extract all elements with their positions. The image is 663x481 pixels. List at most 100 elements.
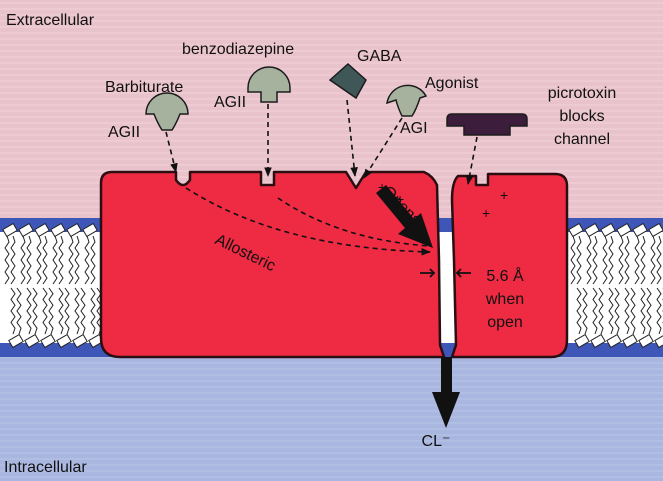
barbiturate-arrow xyxy=(165,131,178,173)
phospholipid xyxy=(600,222,616,285)
phospholipid xyxy=(654,287,663,349)
agonist-site-label: AGI xyxy=(400,120,428,137)
phospholipid xyxy=(584,222,600,285)
lipid-head xyxy=(50,222,66,238)
phospholipid xyxy=(8,287,24,349)
picrotoxin-label-line-1: picrotoxin xyxy=(548,85,616,102)
lipid-head xyxy=(40,333,56,349)
lipid-tail xyxy=(42,235,48,285)
lipid-tail xyxy=(90,287,96,335)
lipid-tail xyxy=(598,287,604,335)
lipid-head xyxy=(72,333,88,349)
lipid-tail xyxy=(80,287,86,335)
phospholipid xyxy=(88,287,104,349)
extracellular-label: Extracellular xyxy=(6,12,95,29)
lipid-tail xyxy=(608,235,614,285)
lipid-head xyxy=(590,333,606,349)
phospholipid xyxy=(632,222,648,285)
chloride-flow-arrow xyxy=(432,357,460,428)
phospholipid xyxy=(638,287,654,349)
lipid-head xyxy=(616,222,632,238)
lipid-tail xyxy=(68,235,74,285)
lipid-head xyxy=(56,333,72,349)
lipid-tail xyxy=(96,287,102,335)
lipid-tail xyxy=(90,235,96,285)
lipid-tail xyxy=(16,287,22,335)
plus-charge: + xyxy=(500,187,508,203)
gaba-label: GABA xyxy=(357,48,402,65)
phospholipid xyxy=(24,287,40,349)
plus-charge: + xyxy=(396,191,404,207)
lipid-head xyxy=(24,333,40,349)
lipid-tail xyxy=(640,287,646,335)
lipid-tail xyxy=(42,287,48,335)
lipid-tail xyxy=(630,287,636,335)
lipid-tail xyxy=(32,287,38,335)
phospholipid xyxy=(56,287,72,349)
lipid-tail xyxy=(576,287,582,335)
barbiturate-ligand xyxy=(145,92,189,131)
intracellular-label: Intracellular xyxy=(4,459,87,476)
chloride-ion-label: CL⁻ xyxy=(422,433,451,450)
lipid-tail xyxy=(10,235,16,285)
lipid-head xyxy=(654,333,663,349)
lipid-head xyxy=(600,222,616,238)
lipid-head xyxy=(584,222,600,238)
lipid-tail xyxy=(592,235,598,285)
barbiturate-site-label: AGII xyxy=(108,124,140,141)
lipid-tail xyxy=(618,235,624,285)
lipid-tail xyxy=(650,235,656,285)
allosteric-arrow-barbiturate xyxy=(185,187,431,256)
phospholipid xyxy=(50,222,66,285)
benzodiazepine-label: benzodiazepine xyxy=(182,41,294,58)
lipid-tail xyxy=(624,287,630,335)
phospholipid xyxy=(574,287,590,349)
lipid-tail xyxy=(614,287,620,335)
lipid-tail xyxy=(656,235,662,285)
picrotoxin-blocker xyxy=(446,113,528,136)
lipid-tail xyxy=(10,287,16,335)
lipid-head xyxy=(8,333,24,349)
lipid-tail xyxy=(656,287,662,335)
lipid-head xyxy=(622,333,638,349)
lipid-tail xyxy=(586,235,592,285)
pore-size-label: 5.6 Å xyxy=(486,266,524,285)
lipid-tail xyxy=(58,287,64,335)
phospholipid xyxy=(18,222,34,285)
lipid-tail xyxy=(646,287,652,335)
lipid-head xyxy=(18,222,34,238)
lipid-tail xyxy=(20,235,26,285)
phospholipid xyxy=(648,222,663,285)
barbiturate-label: Barbiturate xyxy=(105,79,183,96)
lipid-tail xyxy=(26,235,32,285)
lipid-tail xyxy=(36,235,42,285)
binding-arrows xyxy=(165,99,478,256)
lipid-tail xyxy=(624,235,630,285)
pore-width-left-arrow xyxy=(420,268,436,278)
pore-open-label: open xyxy=(487,314,523,331)
lipid-head xyxy=(66,222,82,238)
lipid-tail xyxy=(64,287,70,335)
phospholipids xyxy=(2,222,663,349)
allosteric-arrow-benzodiazepine xyxy=(277,197,431,247)
opens-arrow xyxy=(376,185,433,248)
gaba-diamond xyxy=(328,62,367,100)
lipid-head xyxy=(648,222,663,238)
picrotoxin-shape xyxy=(446,113,528,136)
benzodiazepine-site-label: AGII xyxy=(214,94,246,111)
phospholipid xyxy=(622,287,638,349)
lipid-tail xyxy=(602,235,608,285)
lipid-head xyxy=(606,333,622,349)
pore-width-right-arrow xyxy=(455,268,471,278)
lipid-tail xyxy=(592,287,598,335)
picrotoxin-label-line-3: channel xyxy=(554,131,610,148)
lipid-head xyxy=(574,333,590,349)
lipid-tail xyxy=(640,235,646,285)
chloride-channel xyxy=(99,170,569,359)
barbiturate-shape xyxy=(145,92,189,131)
agonist-shape xyxy=(386,84,428,117)
gaba-arrow xyxy=(346,99,358,177)
lipid-head xyxy=(632,222,648,238)
picrotoxin-arrow xyxy=(465,136,478,185)
